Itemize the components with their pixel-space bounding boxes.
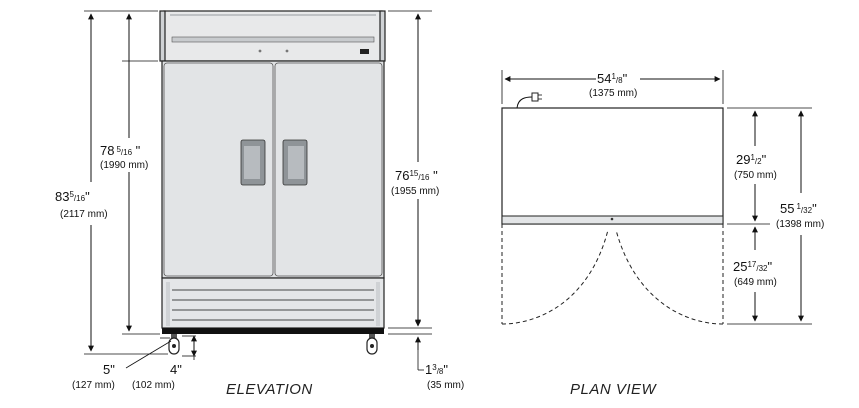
dim-caster-wheel-mm: (102 mm) xyxy=(132,380,175,391)
power-plug-icon xyxy=(531,92,539,102)
dim-caster-height-mm: (127 mm) xyxy=(72,380,115,391)
grille-right-post xyxy=(376,282,380,326)
header-led xyxy=(285,49,289,53)
header-rail xyxy=(171,36,375,43)
base-plate xyxy=(162,328,384,334)
elevation-caption: ELEVATION xyxy=(226,381,313,398)
left-door-swing-arc xyxy=(501,229,609,325)
right-door xyxy=(274,62,383,277)
power-cord xyxy=(516,96,533,109)
dim-door-height-mm: (1955 mm) xyxy=(391,186,439,197)
plan-caption: PLAN VIEW xyxy=(570,381,658,398)
dim-door-swing-mm: (649 mm) xyxy=(734,277,777,288)
left-door xyxy=(163,62,274,277)
thermostat-display xyxy=(360,49,369,54)
dim-depth: 291/2" xyxy=(736,152,767,167)
plan-door-seam xyxy=(610,217,614,221)
cabinet-header xyxy=(163,10,383,62)
dim-width-mm: (1375 mm) xyxy=(589,88,637,99)
dim-floor-gap: 13/8" xyxy=(425,362,448,377)
header-left-post xyxy=(159,10,166,62)
dim-depth-mm: (750 mm) xyxy=(734,170,777,181)
left-caster xyxy=(168,334,180,355)
plan-view: 541/8" (1375 mm) 291/2" (750 mm) 2 xyxy=(501,70,824,398)
dim-door-height: 7615/16 " xyxy=(395,168,438,183)
right-caster xyxy=(366,334,378,355)
dim-total-depth-mm: (1398 mm) xyxy=(776,219,824,230)
header-right-post xyxy=(379,10,386,62)
grille-left-post xyxy=(166,282,170,326)
dim-caster-wheel: 4" xyxy=(170,362,182,377)
header-led xyxy=(258,49,262,53)
left-handle-recess xyxy=(244,146,260,179)
header-trim xyxy=(170,14,376,16)
dim-overall-height: 835/16" xyxy=(55,189,90,204)
right-door-swing-arc xyxy=(615,229,724,325)
dim-floor-gap-mm: (35 mm) xyxy=(427,380,464,391)
dim-overall-height-mm: (2117 mm) xyxy=(60,209,108,220)
plan-cabinet xyxy=(501,107,724,225)
dim-cabinet-height-mm: (1990 mm) xyxy=(100,160,148,171)
dim-width: 541/8" xyxy=(597,71,628,86)
dim-caster-height: 5" xyxy=(103,362,115,377)
base-grille xyxy=(161,277,385,329)
right-handle-recess xyxy=(288,146,304,179)
dim-door-swing: 2517/32" xyxy=(733,259,773,274)
